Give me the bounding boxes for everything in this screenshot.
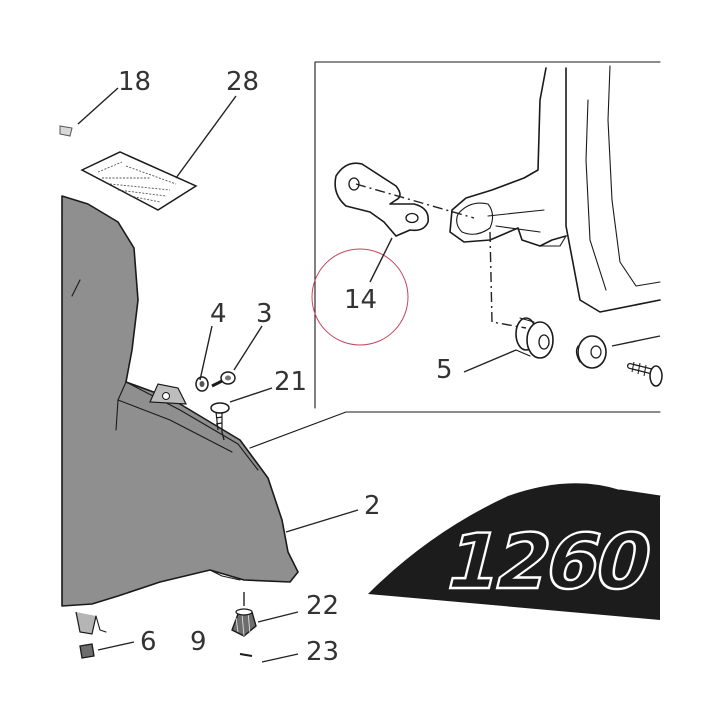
leader-lines bbox=[77, 87, 661, 663]
highlight-circle bbox=[311, 248, 409, 346]
part-5-grommet bbox=[515, 317, 554, 359]
part-23-fastener bbox=[239, 653, 253, 657]
callout-28: 28 bbox=[226, 67, 259, 97]
detail-bolt bbox=[627, 361, 663, 387]
part-4-washer bbox=[195, 376, 209, 392]
part-14-bracket bbox=[334, 162, 430, 237]
callout-22: 22 bbox=[306, 591, 339, 621]
detail-washer bbox=[575, 335, 607, 369]
detail-frame bbox=[314, 61, 661, 409]
callout-23: 23 bbox=[306, 637, 339, 667]
part-3-screw bbox=[211, 371, 236, 388]
callout-18: 18 bbox=[118, 67, 151, 97]
assembly-line-vertical bbox=[489, 231, 527, 329]
callout-4: 4 bbox=[210, 299, 227, 329]
decal-1260-text: 1260 bbox=[437, 518, 659, 607]
part-21-screw bbox=[210, 402, 230, 441]
callout-14: 14 bbox=[344, 285, 377, 315]
part-6-clip bbox=[79, 643, 95, 659]
assembly-line-upper bbox=[355, 183, 475, 219]
frame-bracket bbox=[449, 65, 661, 313]
decal-1260: 1260 bbox=[368, 483, 661, 620]
callout-3: 3 bbox=[256, 299, 273, 329]
part-22-nut bbox=[231, 592, 257, 637]
fairing-panel bbox=[61, 195, 299, 635]
callout-9: 9 bbox=[190, 627, 207, 657]
callout-6: 6 bbox=[140, 627, 157, 657]
callout-21: 21 bbox=[274, 367, 307, 397]
detail-frame-bottom bbox=[249, 411, 661, 449]
callout-5: 5 bbox=[436, 355, 453, 385]
callout-labels: 18 28 4 3 21 14 5 2 22 23 6 9 bbox=[118, 67, 453, 667]
part-28-label bbox=[80, 151, 198, 211]
part-18-tag bbox=[59, 125, 73, 137]
callout-2: 2 bbox=[364, 491, 381, 521]
